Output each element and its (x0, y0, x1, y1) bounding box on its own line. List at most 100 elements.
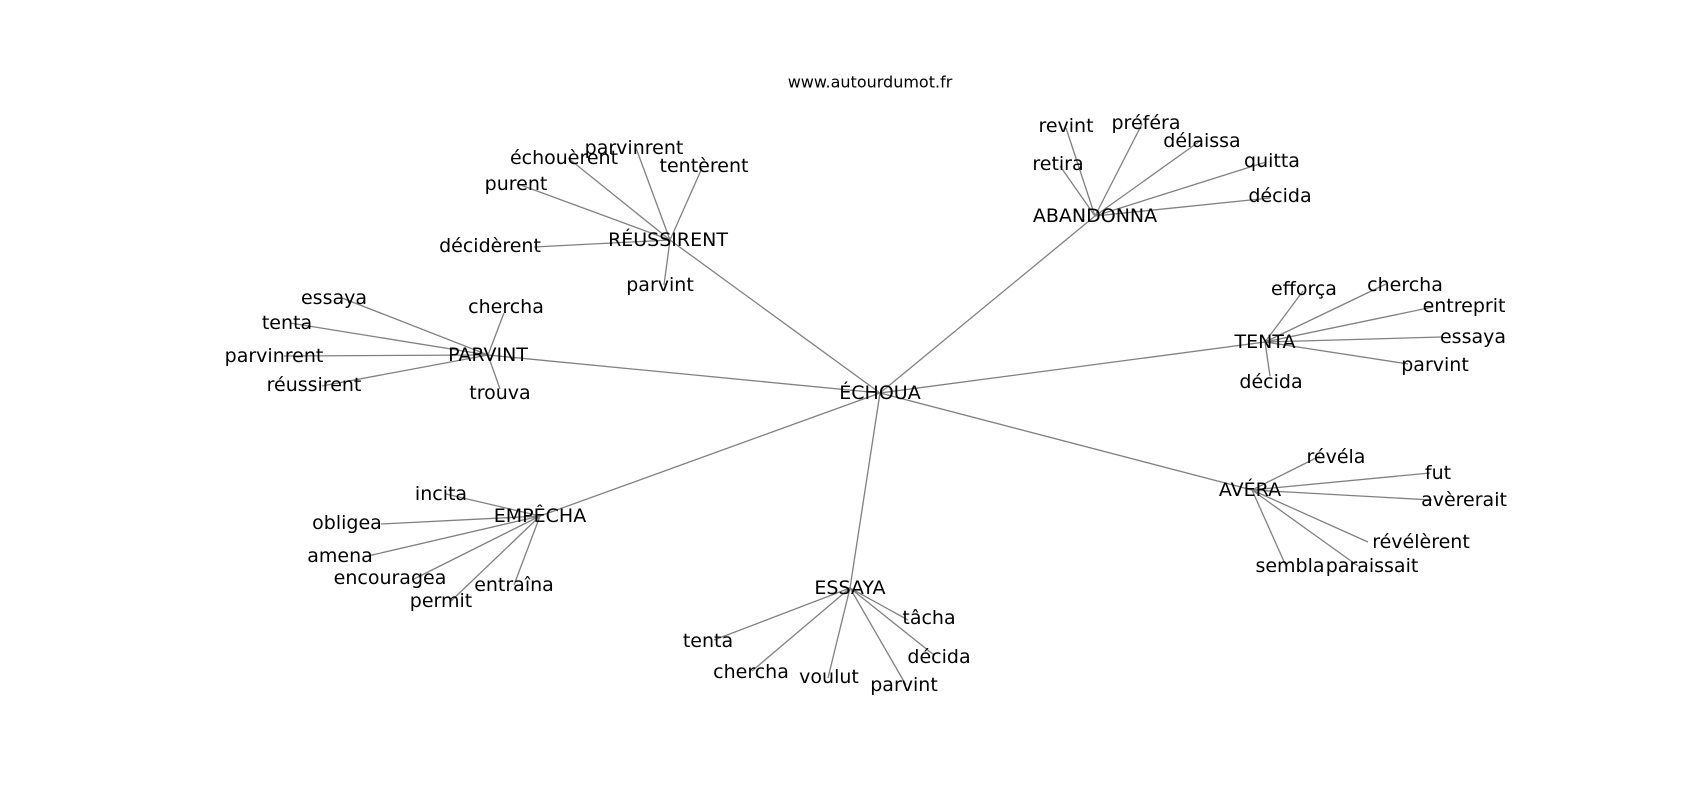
edge-abandonna-3 (1059, 165, 1096, 217)
edge-avera-0 (1251, 455, 1321, 491)
edge-abandonna-2 (1094, 140, 1201, 217)
neighbor-word-parvint-5[interactable]: trouva (469, 382, 530, 404)
edge-tenta-0 (1264, 290, 1304, 343)
neighbor-word-avera-4[interactable]: paraissait (1326, 555, 1419, 577)
neighbor-word-parvint-4[interactable]: réussirent (267, 374, 362, 396)
neighbor-word-parvint-3[interactable]: parvinrent (225, 345, 324, 367)
edge-parvint-1 (487, 312, 505, 356)
neighbor-word-avera-1[interactable]: fut (1425, 462, 1451, 484)
neighbor-word-empecha-3[interactable]: encouragea (334, 567, 447, 589)
edge-empecha-5 (513, 515, 541, 586)
edge-essaya-4 (827, 587, 851, 679)
edge-empecha-1 (380, 515, 541, 525)
edge-reussirent-2 (669, 167, 703, 241)
neighbor-word-reussirent-1[interactable]: parvinrent (585, 137, 684, 159)
neighbor-word-avera-0[interactable]: révéla (1307, 446, 1366, 468)
edge-reussirent-0 (567, 157, 671, 241)
neighbor-word-parvint-0[interactable]: essaya (301, 287, 367, 309)
neighbor-word-reussirent-5[interactable]: parvint (626, 274, 694, 296)
edge-parvint-2 (289, 322, 489, 356)
neighbor-word-empecha-1[interactable]: obligea (312, 512, 382, 534)
neighbor-word-avera-3[interactable]: révélèrent (1372, 531, 1470, 553)
neighbor-word-empecha-2[interactable]: amena (307, 545, 373, 567)
edge-center-parvint (487, 354, 881, 394)
edge-reussirent-3 (517, 183, 671, 241)
edge-abandonna-5 (1094, 197, 1271, 217)
edge-essaya-5 (849, 587, 907, 686)
neighbor-word-empecha-5[interactable]: entraîna (474, 574, 554, 596)
edge-essaya-2 (849, 587, 935, 656)
neighbor-word-abandonna-1[interactable]: préféra (1112, 112, 1181, 134)
neighbor-word-avera-2[interactable]: avèrerait (1421, 489, 1507, 511)
edge-tenta-4 (1264, 341, 1409, 365)
neighbor-word-reussirent-3[interactable]: purent (485, 173, 548, 195)
neighbor-word-abandonna-4[interactable]: quitta (1244, 150, 1300, 172)
hub-word-essaya[interactable]: ESSAYA (814, 577, 885, 599)
edge-center-empecha (539, 392, 881, 517)
graph-labels: ÉCHOUARÉUSSIRENTéchouèrentparvinrenttent… (225, 112, 1507, 696)
edge-avera-5 (1251, 489, 1287, 567)
neighbor-word-abandonna-3[interactable]: retira (1032, 153, 1083, 175)
neighbor-word-essaya-5[interactable]: parvint (870, 674, 938, 696)
edge-empecha-0 (445, 493, 541, 517)
source-title: www.autourdumot.fr (788, 73, 953, 92)
neighbor-word-reussirent-2[interactable]: tentèrent (660, 155, 749, 177)
edge-avera-1 (1251, 472, 1431, 491)
neighbor-word-reussirent-4[interactable]: décidèrent (439, 235, 541, 257)
edge-center-tenta (879, 341, 1266, 394)
hub-word-abandonna[interactable]: ABANDONNA (1033, 205, 1157, 227)
neighbor-word-abandonna-2[interactable]: délaissa (1163, 130, 1240, 152)
neighbor-word-essaya-4[interactable]: voulut (799, 666, 859, 688)
hub-word-parvint[interactable]: PARVINT (448, 344, 528, 366)
edge-center-reussirent (669, 239, 881, 394)
hub-word-avera[interactable]: AVÉRA (1219, 478, 1281, 501)
edge-center-abandonna (879, 215, 1096, 394)
neighbor-word-abandonna-0[interactable]: revint (1038, 115, 1093, 137)
neighbor-word-avera-5[interactable]: sembla (1255, 555, 1324, 577)
neighbor-word-tenta-1[interactable]: chercha (1367, 274, 1443, 296)
neighbor-word-parvint-2[interactable]: tenta (262, 312, 312, 334)
hub-word-empecha[interactable]: EMPÊCHA (494, 504, 586, 527)
neighbor-word-tenta-0[interactable]: efforça (1271, 278, 1337, 300)
edge-avera-2 (1251, 489, 1433, 501)
edge-abandonna-1 (1094, 123, 1143, 217)
edge-reussirent-1 (635, 147, 671, 241)
edge-reussirent-5 (663, 239, 671, 286)
edge-parvint-0 (341, 297, 489, 356)
edge-parvint-4 (321, 354, 489, 387)
edge-parvint-3 (283, 354, 489, 357)
edge-abandonna-0 (1065, 127, 1096, 217)
edge-tenta-1 (1264, 283, 1387, 343)
neighbor-word-tenta-5[interactable]: décida (1239, 371, 1302, 393)
edge-center-essaya (849, 392, 881, 589)
edge-parvint-5 (487, 354, 501, 390)
neighbor-word-tenta-4[interactable]: parvint (1401, 354, 1469, 376)
edge-essaya-1 (713, 587, 851, 641)
hub-word-tenta[interactable]: TENTA (1234, 331, 1296, 353)
edge-empecha-4 (449, 515, 541, 603)
neighbor-word-tenta-2[interactable]: entreprit (1423, 295, 1506, 317)
neighbor-word-tenta-3[interactable]: essaya (1440, 326, 1506, 348)
center-word[interactable]: ÉCHOUA (839, 381, 920, 404)
edge-center-avera (879, 392, 1253, 491)
neighbor-word-essaya-3[interactable]: chercha (713, 661, 789, 683)
graph-edges (283, 123, 1442, 686)
edge-avera-3 (1251, 489, 1369, 543)
edge-avera-4 (1251, 489, 1359, 567)
edge-reussirent-4 (533, 239, 671, 248)
edge-essaya-0 (849, 587, 909, 621)
neighbor-word-abandonna-5[interactable]: décida (1248, 185, 1311, 207)
neighbor-word-essaya-0[interactable]: tâcha (902, 607, 955, 629)
edge-essaya-3 (751, 587, 851, 672)
neighbor-word-empecha-4[interactable]: permit (410, 590, 472, 612)
neighbor-word-parvint-1[interactable]: chercha (468, 296, 544, 318)
neighbor-word-reussirent-0[interactable]: échouèrent (510, 147, 618, 169)
neighbor-word-essaya-1[interactable]: tenta (683, 630, 733, 652)
neighbor-word-empecha-0[interactable]: incita (415, 483, 467, 505)
edge-tenta-3 (1264, 336, 1442, 343)
edge-empecha-2 (367, 515, 541, 557)
edge-tenta-5 (1264, 341, 1271, 377)
hub-word-reussirent[interactable]: RÉUSSIRENT (608, 228, 728, 251)
neighbor-word-essaya-2[interactable]: décida (907, 646, 970, 668)
